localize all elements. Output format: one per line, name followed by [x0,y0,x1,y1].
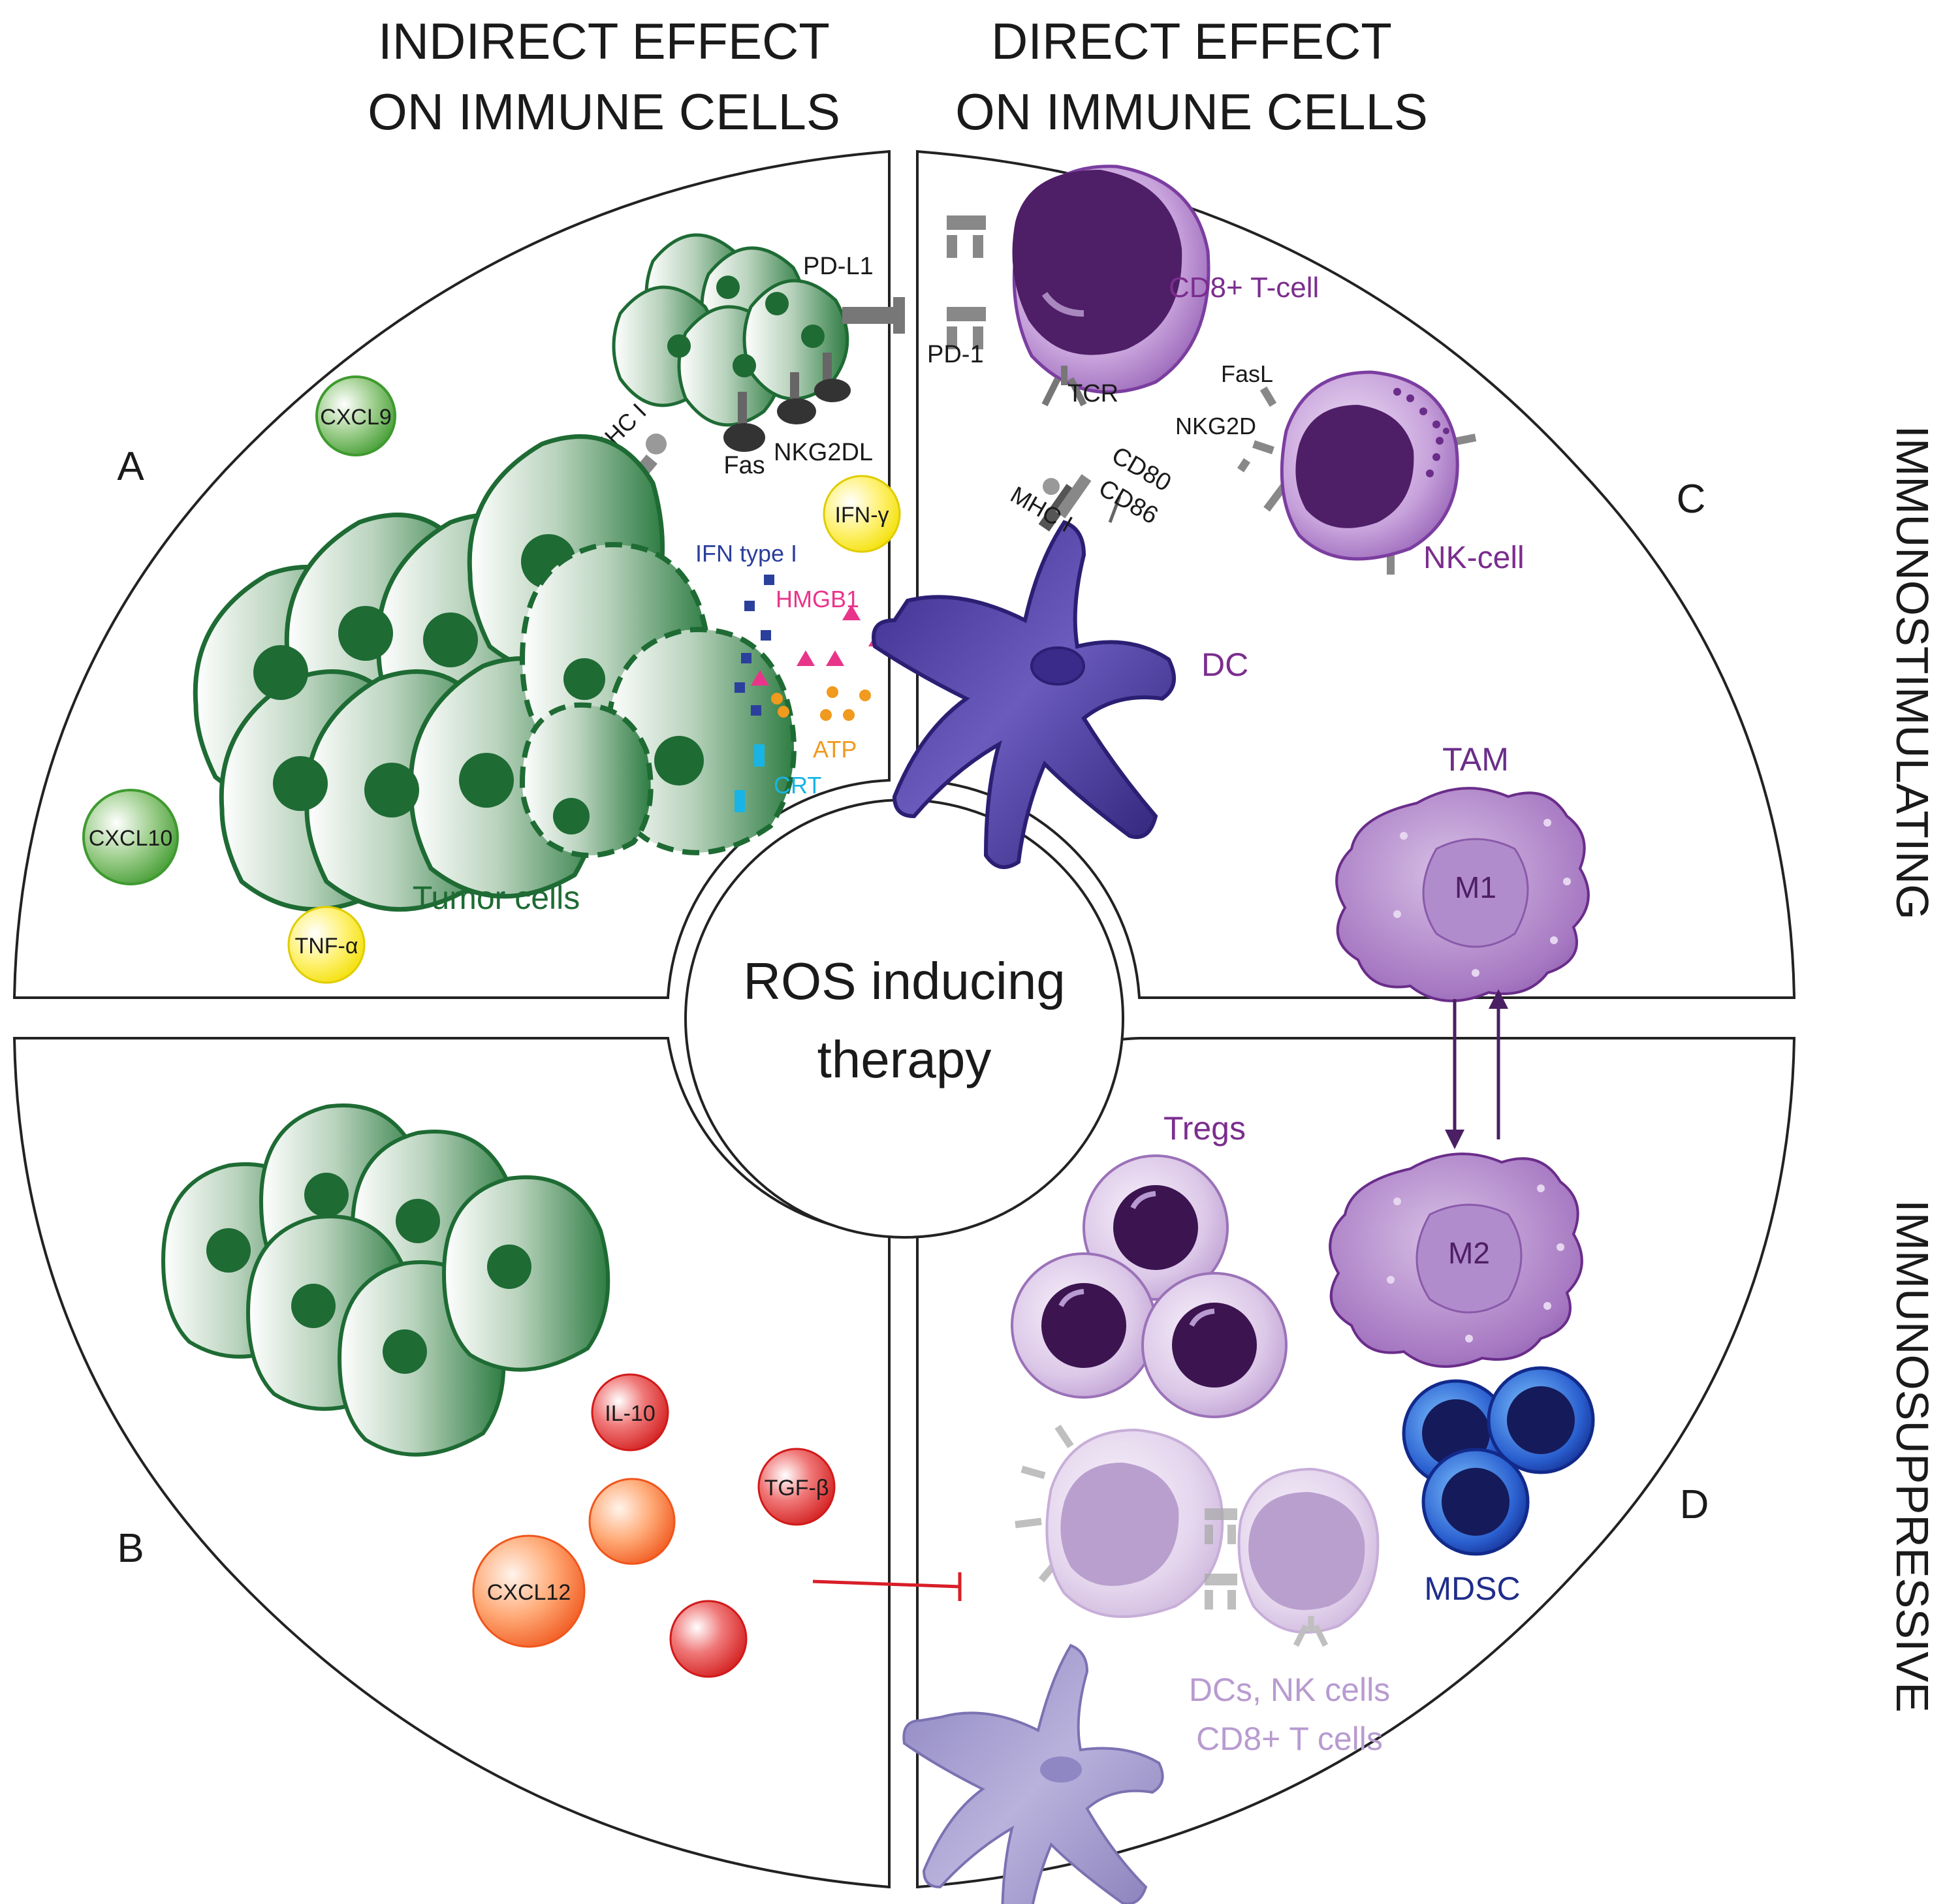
label-suppressed-line1: DCs, NK cells [1189,1672,1390,1708]
tam-m1-speckles [1393,819,1571,977]
cxcl10-ball: CXCL10 [82,789,179,885]
label-tnf-alpha: TNF-α [294,934,358,959]
label-tumor-cells: Tumor cells [413,880,580,916]
header-direct-line2: ON IMMUNE CELLS [955,83,1428,140]
label-cd8-tcell: CD8+ T-cell [1169,272,1319,304]
label-nk-cell: NK-cell [1423,541,1525,575]
tam-m2-speckles [1387,1184,1564,1342]
quadrant-bottom-left-outline [12,1037,891,1889]
tumor-cluster-large [193,434,665,912]
ifn-type1-markers [735,575,774,716]
cd8-tcell [947,165,1210,407]
dying-tumor-cells [519,542,797,858]
label-m1: M1 [1455,870,1496,904]
polarization-arrows [1445,989,1508,1149]
panel-d: M2 Tregs MDSC [902,1110,1595,1904]
label-dc: DC [1201,646,1248,683]
panel-letter-d: D [1680,1482,1709,1527]
side-label-immunostimulating: IMMUNOSTIMULATING [1887,425,1938,919]
mdsc-cluster [1402,1366,1595,1556]
orange-ball [588,1478,676,1565]
panel-c: CD8+ T-cell PD-1 TCR FasL NKG2D NK-cell [872,165,1590,1149]
panel-letter-c: C [1677,477,1706,522]
headers: INDIRECT EFFECT ON IMMUNE CELLS DIRECT E… [368,12,1428,140]
cxcl9-ball: CXCL9 [315,375,396,456]
label-atp: ATP [813,736,857,763]
label-tcr: TCR [1067,380,1118,407]
label-fas: Fas [723,452,765,479]
side-label-immunosuppressive: IMMUNOSUPPRESSIVE [1887,1199,1938,1713]
inhibition-arrow [812,1572,962,1601]
label-ifn-gamma: IFN-γ [834,503,889,528]
suppressed-dc [902,1643,1164,1904]
cd80-cd86-stalks [1108,496,1122,523]
label-pd1: PD-1 [927,341,984,368]
label-pd-l1: PD-L1 [803,253,874,280]
tumor-cluster-small [612,233,849,427]
nk-cell [1237,370,1477,575]
center-label-line1: ROS inducing [743,952,1066,1010]
nk-granules [1393,388,1449,477]
dendritic-cell [872,474,1176,869]
dc-mhc1 [1038,474,1092,532]
cxcl12-ball: CXCL12 [472,1534,586,1648]
label-tgf-beta: TGF-β [765,1476,829,1500]
tgf-beta-ball: TGF-β [757,1448,836,1526]
quadrant-top-right-outline [916,150,1796,999]
panel-a: PD-L1 Fas NKG2DL MHC I [82,233,905,984]
tam-m1-cell: M1 [1335,787,1590,1002]
tnf-alpha-ball: TNF-α [287,906,366,984]
tumor-cluster-panel-b [161,1103,610,1457]
header-indirect-line2: ON IMMUNE CELLS [368,83,840,140]
label-nkg2dl: NKG2DL [774,439,873,466]
label-hmgb1: HMGB1 [776,586,859,612]
label-crt: CRT [774,772,821,799]
panel-b: IL-10 TGF-β CXCL12 [161,1103,962,1678]
label-fasl: FasL [1221,360,1273,387]
crt-markers [735,744,765,812]
label-nkg2d: NKG2D [1175,413,1256,439]
center-disc [684,799,1124,1239]
center-label-line2: therapy [817,1030,992,1088]
receptor-pd-l1 [842,297,905,334]
ifn-gamma-ball: IFN-γ [823,475,901,553]
atp-markers [771,686,871,721]
tregs-cluster [1011,1154,1288,1418]
label-m2: M2 [1448,1236,1490,1270]
receptor-fas [723,392,765,452]
tcr-receptor [1041,366,1087,407]
il10-ball: IL-10 [591,1373,669,1452]
label-ifn-type1: IFN type I [695,540,797,567]
tcr-arms [947,215,986,349]
panel-letter-a: A [117,444,144,489]
center-circle: ROS inducing therapy [684,799,1124,1239]
label-mdsc: MDSC [1424,1570,1520,1607]
tam-m2-cell: M2 [1329,1152,1583,1368]
suppressed-tcell [1205,1467,1380,1647]
label-tregs: Tregs [1163,1110,1246,1147]
header-direct-line1: DIRECT EFFECT [991,12,1392,70]
receptor-nkg2dl [777,353,851,424]
label-cxcl10: CXCL10 [89,826,173,851]
header-indirect-line1: INDIRECT EFFECT [378,12,830,70]
panel-letters: A B C D [117,444,1709,1571]
label-cxcl12: CXCL12 [487,1580,571,1605]
red-ball [669,1600,748,1678]
label-suppressed-line2: CD8+ T cells [1196,1721,1383,1757]
label-il10: IL-10 [605,1401,656,1426]
panel-letter-b: B [117,1526,144,1571]
label-tam: TAM [1442,741,1509,778]
suppressed-nk-cell [1015,1424,1224,1618]
label-cxcl9: CXCL9 [320,405,392,430]
